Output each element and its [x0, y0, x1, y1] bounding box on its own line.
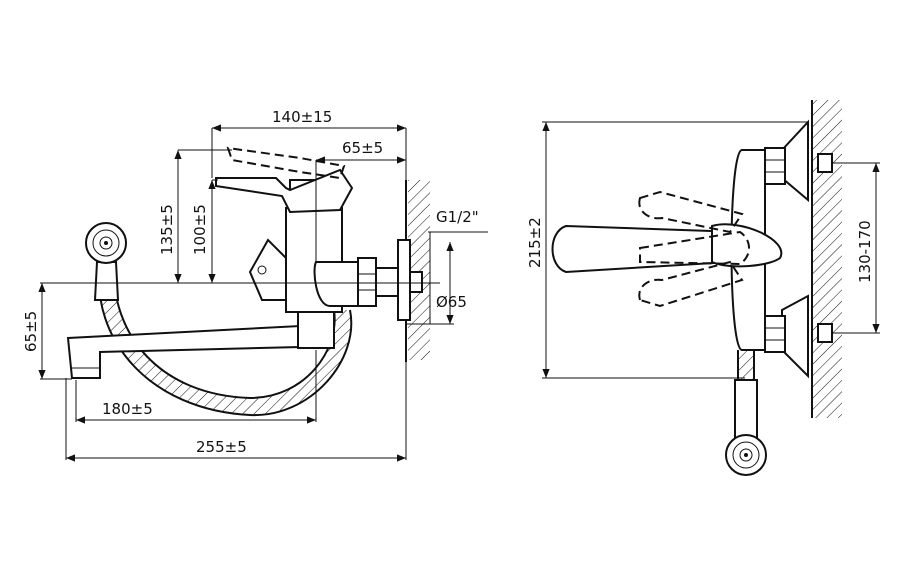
dim-phi65: Ø65 [436, 293, 467, 311]
nut-top [764, 147, 786, 185]
shower-head-left [85, 222, 127, 301]
dim-65-top: 65±5 [342, 139, 383, 157]
dim-180: 180±5 [102, 400, 153, 418]
wall-right [811, 100, 842, 418]
nut-bottom [764, 315, 786, 353]
lever-dashed [226, 146, 346, 180]
dim-255: 255±5 [196, 438, 247, 456]
side-dimensions [38, 124, 488, 462]
dim-100: 100±5 [191, 204, 209, 255]
front-hose [734, 350, 758, 441]
dim-135: 135±5 [158, 204, 176, 255]
shower-head-right [725, 434, 767, 476]
front-dimensions [542, 121, 880, 379]
front-view: 215±2 130-170 [526, 100, 880, 476]
dim-65-side: 65±5 [22, 311, 40, 352]
spout [66, 311, 335, 379]
dim-g12: G1/2" [436, 208, 479, 226]
dim-130-170: 130-170 [856, 220, 874, 283]
lever-solid [215, 168, 354, 214]
shower-hose [98, 262, 352, 416]
dim-140: 140±15 [272, 108, 332, 126]
dim-215: 215±2 [526, 217, 544, 268]
side-view: 140±15 65±5 G1/2" 135±5 100±5 Ø65 65±5 1… [22, 108, 488, 462]
